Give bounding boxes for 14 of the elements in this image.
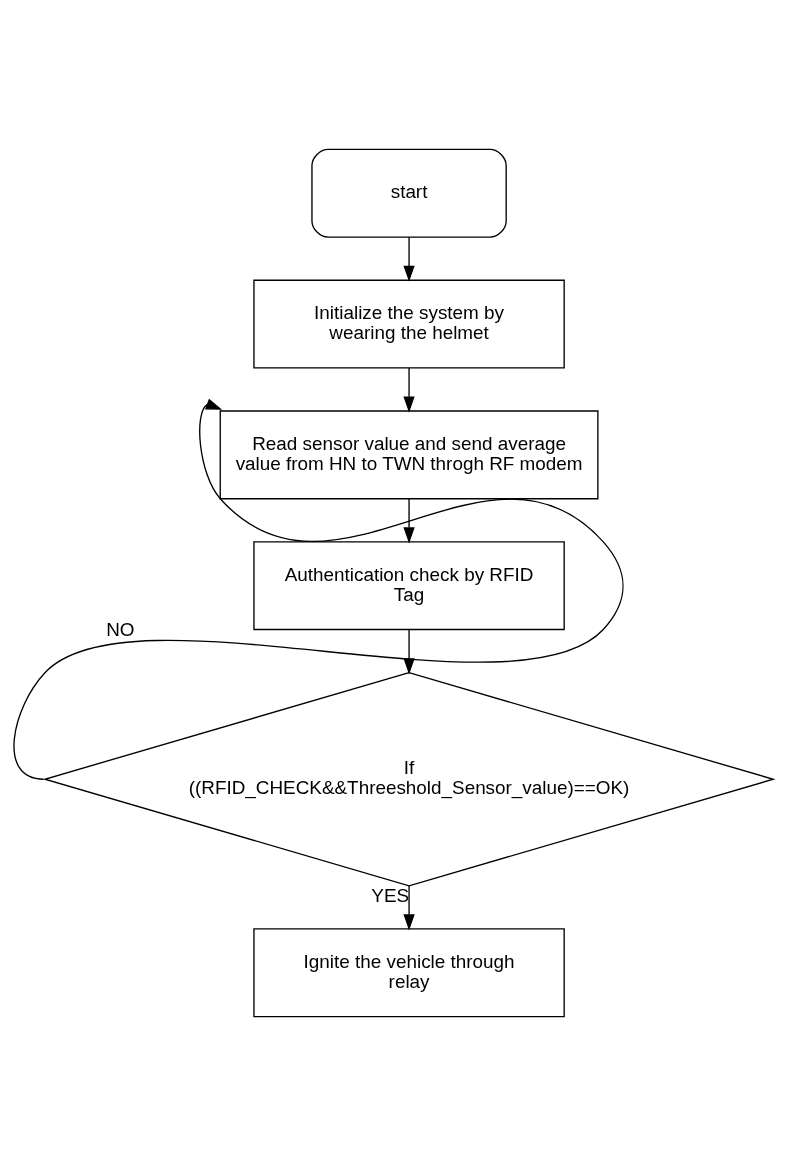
node-diamond: If ((RFID_CHECK&&Threeshold_Sensor_value)==OK) xyxy=(42,672,776,887)
node-box: Read sensor value and send average value from HN to TWN throgh RF modem xyxy=(219,410,599,500)
node-box: Authentication check by RFID Tag xyxy=(253,541,565,631)
arrow xyxy=(403,629,415,675)
arrow xyxy=(403,236,415,282)
node-box: start xyxy=(311,148,507,238)
arrow xyxy=(403,367,415,413)
arrow xyxy=(403,498,415,544)
edge-label: YES xyxy=(371,884,410,906)
edge-label: NO xyxy=(106,619,135,641)
arrow xyxy=(13,398,624,780)
arrow xyxy=(403,885,415,931)
node-box: Initialize the system by wearing the helmet xyxy=(253,279,565,369)
node-box: Ignite the vehicle through relay xyxy=(253,928,565,1018)
